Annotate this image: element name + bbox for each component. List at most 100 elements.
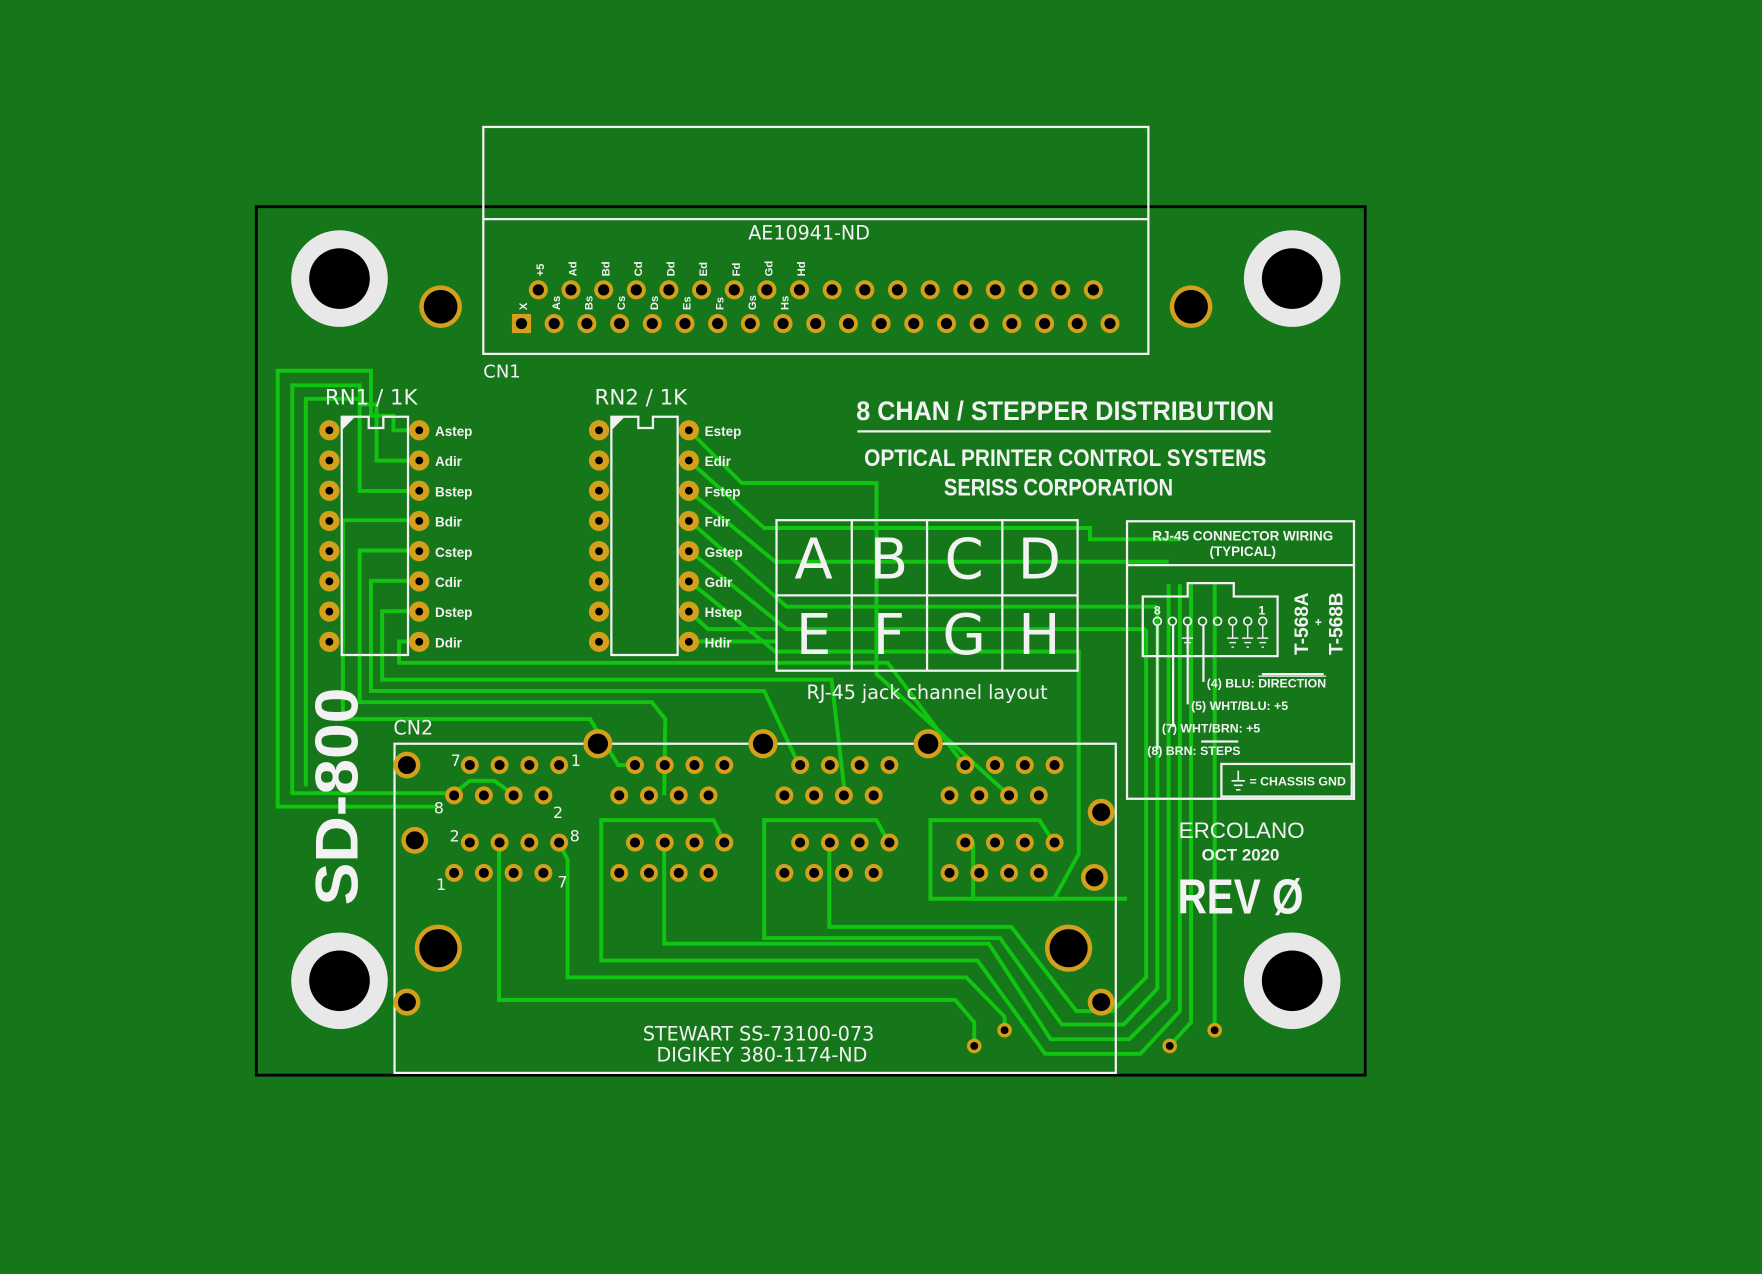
shield-pad (583, 729, 613, 759)
cn1-pin-label: Cd (633, 261, 645, 276)
rn-pad (319, 571, 340, 592)
rj45-pad (550, 833, 569, 852)
cn1-pad (528, 280, 548, 300)
mounting-hole (1243, 932, 1341, 1030)
cn1-pad (626, 280, 646, 300)
rj45-pad (445, 863, 464, 882)
rj45-pad (791, 756, 810, 775)
cn1-pad (1018, 280, 1038, 300)
chassis-gnd-label: = CHASSIS GND (1249, 774, 1345, 788)
cn2-pin-label: 2 (553, 803, 563, 822)
rn1-resistor-network: RN1 / 1K AstepAdirBstepBdirCstepCdirDste… (319, 385, 472, 657)
rn-pad (319, 420, 340, 441)
rn-pad (319, 541, 340, 562)
rn-signal-label: Ddir (435, 635, 463, 650)
rn-signal-label: Gstep (705, 545, 743, 560)
channel-letter-c: C (945, 528, 984, 593)
cn1-pin-label: Gs (747, 295, 759, 310)
rn-pad (678, 450, 699, 471)
rj45-pad (956, 833, 975, 852)
mounting-pad (419, 285, 462, 329)
rj45-pad (520, 756, 539, 775)
rj45-pad (490, 756, 509, 775)
rn-pad (678, 571, 699, 592)
cn1-pad (871, 314, 891, 334)
rj45-pin (1212, 616, 1223, 627)
pin-1-label: 1 (1258, 604, 1265, 618)
t568a-label: T-568A (1292, 592, 1313, 655)
board-outline (254, 205, 1367, 1077)
ground-icon (1257, 625, 1269, 648)
title-line2: OPTICAL PRINTER CONTROL SYSTEMS (864, 445, 1266, 471)
via (1162, 1038, 1178, 1054)
wire-4-signal: DIRECTION (1258, 677, 1326, 691)
wire-4-prefix: (4) BLU: (1207, 677, 1258, 691)
rj45-pad (504, 786, 523, 805)
rn-pad (588, 571, 610, 592)
cn1-pad (953, 280, 973, 300)
rn-pad (319, 601, 340, 622)
cn1-pad (610, 314, 630, 334)
rj45-pad (880, 756, 899, 775)
shield-pad (1087, 798, 1115, 826)
t568b-label: T-568B (1327, 592, 1348, 655)
rj45-pad (610, 786, 629, 805)
rn-pad (678, 631, 699, 652)
cn1-pad (1051, 280, 1071, 300)
rj45-pad (970, 786, 989, 805)
rn-pad (409, 541, 430, 562)
rn-signal-label: Adir (435, 454, 463, 469)
rj45-pad (685, 756, 704, 775)
pin-8-label: 8 (1154, 604, 1161, 618)
cn2-pin-label: 1 (436, 875, 446, 894)
wire-8-prefix: (8) BRN: (1147, 744, 1200, 758)
rn-pad (409, 631, 430, 652)
cn1-pad (1083, 280, 1103, 300)
cn1-pad (561, 280, 581, 300)
cn1-pad (936, 314, 957, 334)
author: ERCOLANO (1179, 818, 1305, 843)
rn-pad (678, 510, 699, 532)
cn1-pin-label: +5 (535, 264, 547, 277)
cn1-pad (511, 314, 532, 334)
cn1-pin-label: Dd (666, 261, 678, 276)
rn1-ref: RN1 / 1K (325, 385, 419, 410)
rj45-pad (474, 786, 493, 805)
cn1-pad (806, 314, 826, 334)
rj45-pin (1242, 616, 1253, 627)
rj45-pad (834, 863, 853, 882)
rj45-pad (850, 756, 869, 775)
shield-pad (401, 826, 429, 854)
rn-pad (678, 480, 699, 501)
rj45-pad (1045, 833, 1064, 852)
mounting-pad (414, 924, 462, 972)
channel-letter-g: G (942, 603, 986, 668)
cn1-pad (920, 280, 940, 300)
wire-4-label: (4) BLU: DIRECTION (1207, 677, 1326, 691)
wiring-title: RJ-45 CONNECTOR WIRING (1152, 528, 1333, 543)
channel-letter-e: E (796, 603, 831, 668)
title-line1: 8 CHAN / STEPPER DISTRIBUTION (856, 396, 1274, 426)
cn2-pin-label: 1 (571, 751, 581, 770)
rj45-pad (791, 833, 810, 852)
cn1-pad (544, 314, 564, 334)
channel-letter-h: H (1018, 603, 1060, 668)
cn1-pad (594, 280, 614, 300)
shield-pad (913, 729, 943, 759)
cn2-pin-label: 8 (434, 798, 444, 817)
rj45-wiring-legend: RJ-45 CONNECTOR WIRING (TYPICAL) 8 1 T-5… (1125, 520, 1356, 800)
rn-signal-label: Dstep (435, 605, 472, 620)
rj45-pad (820, 756, 839, 775)
rj45-pad (940, 863, 959, 882)
channel-letter-d: D (1018, 528, 1061, 593)
cn1-pad (724, 280, 744, 300)
cn1-pin-label: Es (682, 296, 694, 310)
rn-pad (588, 420, 610, 441)
shield-pad (748, 729, 778, 759)
rn-pad (319, 450, 340, 471)
rn2-resistor-network: RN2 / 1K EstepEdirFstepFdirGstepGdirHste… (588, 385, 743, 657)
cn1-pin-label: Fs (714, 297, 726, 310)
